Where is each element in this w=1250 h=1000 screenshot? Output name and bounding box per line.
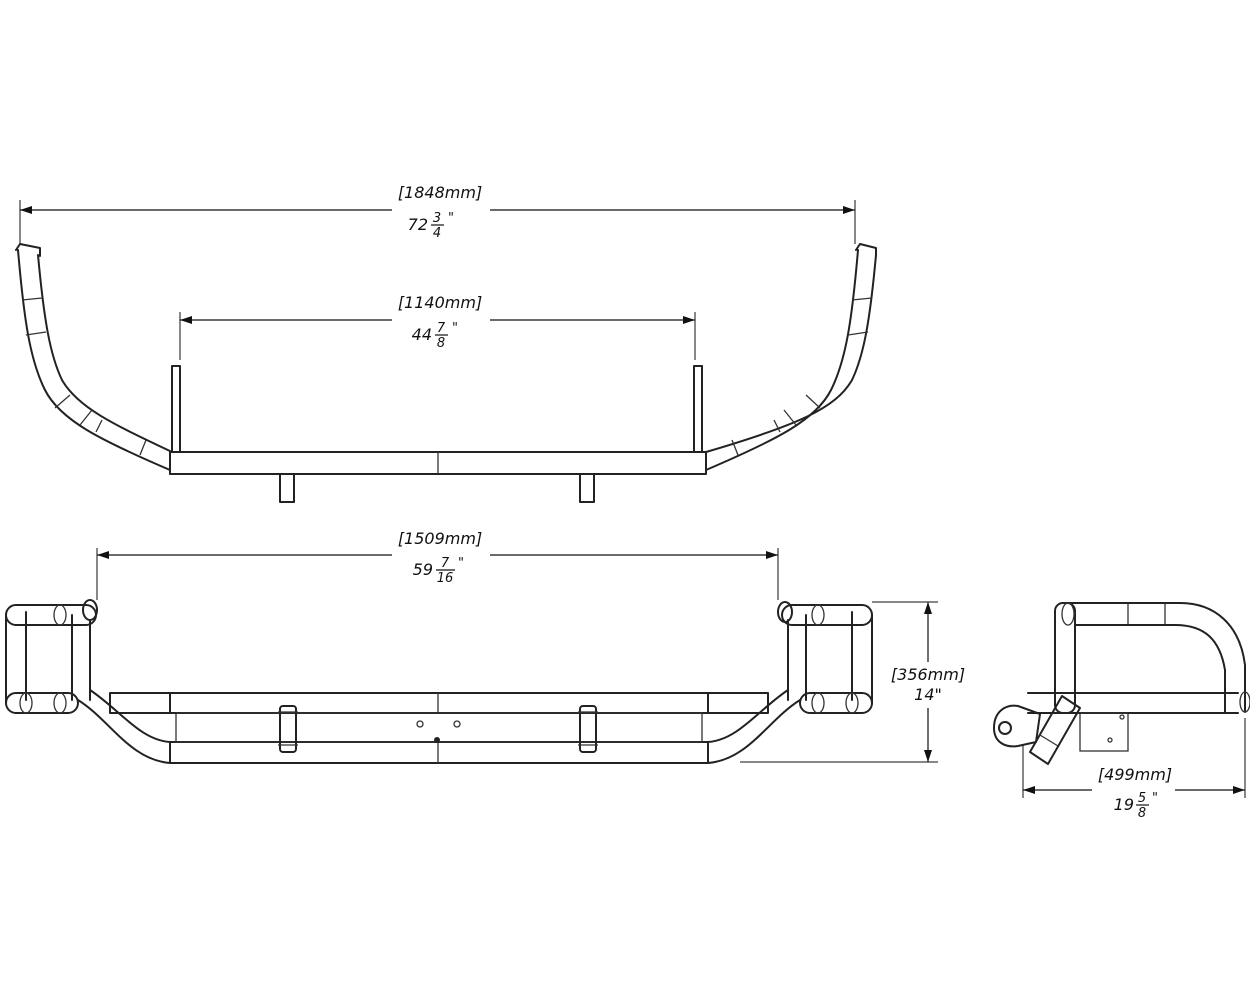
dim-front-width-whole: 59 xyxy=(413,560,433,579)
dim-mount-width-den: 8 xyxy=(437,336,445,351)
dim-mount-width-whole: 44 xyxy=(412,325,432,344)
dim-front-width-unit: " xyxy=(458,556,464,571)
dim-front-width-mm: [1509mm] xyxy=(398,529,482,548)
dim-depth-mm: [499mm] xyxy=(1098,765,1172,784)
dim-mount-width-unit: " xyxy=(452,321,458,336)
dim-overall-width: [1848mm] 72 3 4 " xyxy=(19,183,856,244)
dim-depth-den: 8 xyxy=(1138,806,1146,821)
dim-depth-unit: " xyxy=(1152,791,1158,806)
dim-depth: [499mm] 19 5 8 " xyxy=(1022,718,1246,821)
dim-overall-width-unit: " xyxy=(448,211,454,226)
dim-height-inch: 14" xyxy=(914,685,942,704)
dim-front-width-num: 7 xyxy=(441,556,450,571)
dim-front-width-den: 16 xyxy=(437,571,454,586)
dim-overall-width-den: 4 xyxy=(433,226,441,241)
top-view-bumper xyxy=(15,243,877,503)
dim-overall-width-num: 3 xyxy=(433,211,441,226)
dim-overall-width-mm: [1848mm] xyxy=(398,183,482,202)
dim-mount-width-num: 7 xyxy=(437,321,446,336)
dim-height: [356mm] 14" xyxy=(740,601,965,763)
dim-mount-width: [1140mm] 44 7 8 " xyxy=(179,293,696,360)
dim-height-mm: [356mm] xyxy=(891,665,965,684)
dim-depth-num: 5 xyxy=(1138,791,1146,806)
front-view-bumper xyxy=(5,599,873,764)
dim-depth-whole: 19 xyxy=(1114,795,1134,814)
side-view-bumper xyxy=(993,602,1250,765)
dim-front-width: [1509mm] 59 7 16 " xyxy=(96,529,779,600)
dim-mount-width-mm: [1140mm] xyxy=(398,293,482,312)
dim-overall-width-whole: 72 xyxy=(408,215,428,234)
